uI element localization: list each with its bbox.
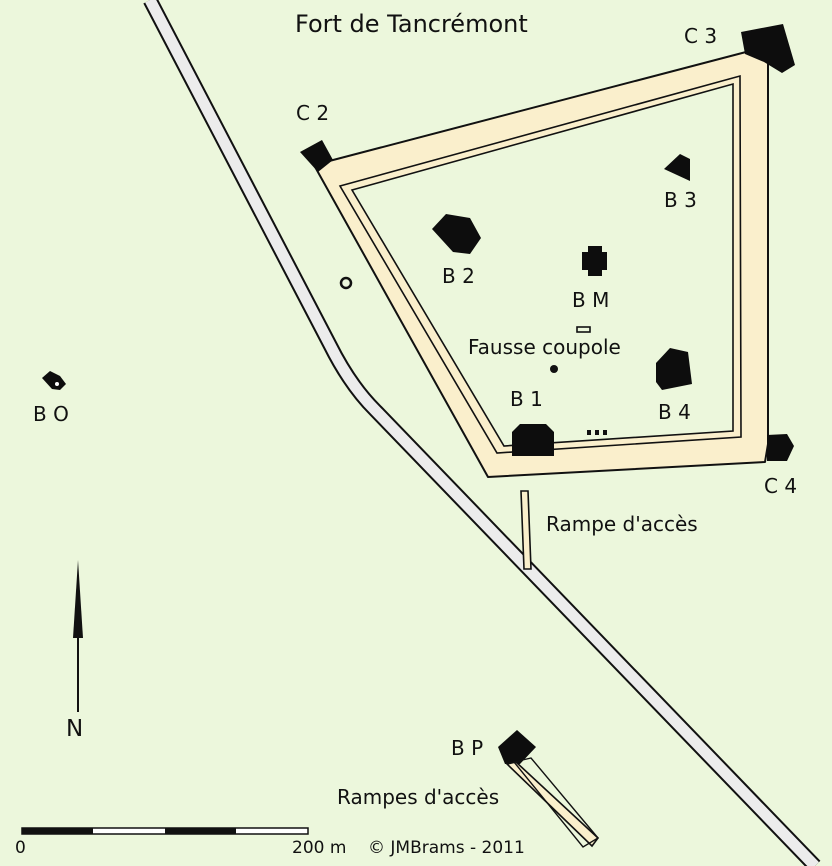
label-bm: B M bbox=[572, 288, 610, 312]
label-rampe-acces: Rampe d'accès bbox=[546, 512, 698, 536]
fort-courtyard bbox=[350, 82, 734, 447]
vent-3 bbox=[603, 430, 607, 435]
block-b2 bbox=[432, 214, 481, 254]
block-bo bbox=[42, 371, 66, 390]
vent-1 bbox=[587, 430, 591, 435]
label-b3: B 3 bbox=[664, 188, 697, 212]
label-c4: C 4 bbox=[764, 474, 798, 498]
rampe-acces bbox=[520, 490, 532, 570]
casemate-c2 bbox=[300, 140, 333, 172]
casemate-c4 bbox=[767, 434, 794, 461]
block-b4 bbox=[656, 348, 692, 390]
label-b4: B 4 bbox=[658, 400, 691, 424]
north-label: N bbox=[66, 716, 84, 742]
fort-inner-line bbox=[338, 74, 742, 454]
vent-2 bbox=[595, 430, 599, 435]
casemate-c3 bbox=[741, 24, 795, 73]
label-c3: C 3 bbox=[684, 24, 718, 48]
scale-start-label: 0 bbox=[15, 838, 26, 858]
rampes-acces-ramp bbox=[505, 761, 600, 848]
label-bp: B P bbox=[451, 736, 484, 760]
map-title: Fort de Tancrémont bbox=[295, 10, 528, 38]
fausse-coupole-dot bbox=[550, 365, 558, 373]
label-b2: B 2 bbox=[442, 264, 475, 288]
block-bo-vent bbox=[55, 382, 59, 386]
label-fausse-coupole: Fausse coupole bbox=[468, 335, 621, 359]
rampes-acces-outline bbox=[512, 757, 600, 848]
road-inner bbox=[145, 0, 819, 866]
block-b1 bbox=[512, 424, 554, 456]
block-bm bbox=[582, 246, 607, 276]
block-bp bbox=[498, 730, 536, 764]
scale-bar-seg-1 bbox=[22, 828, 93, 834]
north-arrow-head bbox=[73, 560, 83, 638]
label-b1: B 1 bbox=[510, 387, 543, 411]
well-marker bbox=[339, 276, 353, 290]
block-b3 bbox=[664, 154, 690, 181]
label-rampes-acces: Rampes d'accès bbox=[337, 785, 500, 809]
label-bo: B O bbox=[33, 402, 69, 426]
credit-text: © JMBrams - 2011 bbox=[368, 838, 525, 858]
scale-bar-seg-2 bbox=[165, 828, 236, 834]
small-structure bbox=[576, 326, 591, 333]
scale-end-label: 200 m bbox=[292, 838, 347, 858]
label-c2: C 2 bbox=[296, 101, 330, 125]
